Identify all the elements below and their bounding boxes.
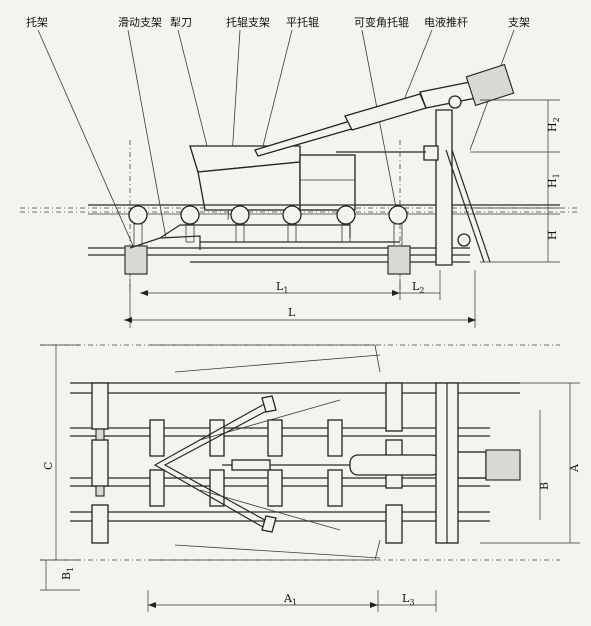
dim-L3: L3 (402, 592, 414, 607)
label-zhijia: 支架 (508, 16, 530, 29)
dim-L: L (288, 306, 296, 319)
dimension-labels: L1 L2 L H2 H1 H C A B B1 A1 L3 (42, 117, 581, 607)
dim-H1: H1 (546, 173, 561, 188)
dim-A1: A1 (283, 592, 297, 607)
label-tuogun-zhijia: 托辊支架 (226, 15, 270, 29)
component-labels: 托架 滑动支架 犁刀 托辊支架 平托辊 可变角托辊 电液推杆 支架 (26, 15, 530, 29)
label-ping-tuogun: 平托辊 (286, 15, 319, 29)
label-lidao: 犁刀 (170, 15, 192, 29)
v-plough (153, 401, 269, 531)
plan-roller (385, 382, 403, 432)
dim-H2: H2 (546, 117, 561, 132)
support-column (435, 109, 453, 266)
push-rod-head (419, 81, 477, 109)
push-rod (254, 117, 363, 157)
label-huadong: 滑动支架 (118, 16, 162, 29)
dim-B: B (538, 482, 551, 490)
dim-L2: L2 (412, 280, 424, 295)
side-elevation (20, 63, 580, 328)
plan-motor (485, 449, 521, 481)
plan-roller (91, 382, 109, 430)
label-dianye-tuigan: 电液推杆 (424, 15, 468, 29)
roller-row (128, 205, 408, 247)
plough-box (299, 154, 356, 211)
plan-push-cylinder (349, 454, 441, 476)
push-rod-cylinder (344, 93, 427, 131)
left-foot (124, 245, 148, 275)
plan-view (40, 344, 580, 612)
plan-roller (91, 439, 109, 487)
dim-L1: L1 (276, 280, 288, 295)
plan-roller (91, 504, 109, 544)
label-kebian-tuogun: 可变角托辊 (354, 15, 409, 29)
plan-roller (385, 504, 403, 544)
right-foot (387, 245, 411, 275)
label-tuojia: 托架 (26, 15, 48, 29)
dim-A: A (568, 463, 581, 473)
motor (465, 63, 515, 107)
dim-H: H (546, 230, 559, 240)
dim-C: C (42, 462, 55, 470)
dim-B1: B1 (60, 567, 75, 580)
